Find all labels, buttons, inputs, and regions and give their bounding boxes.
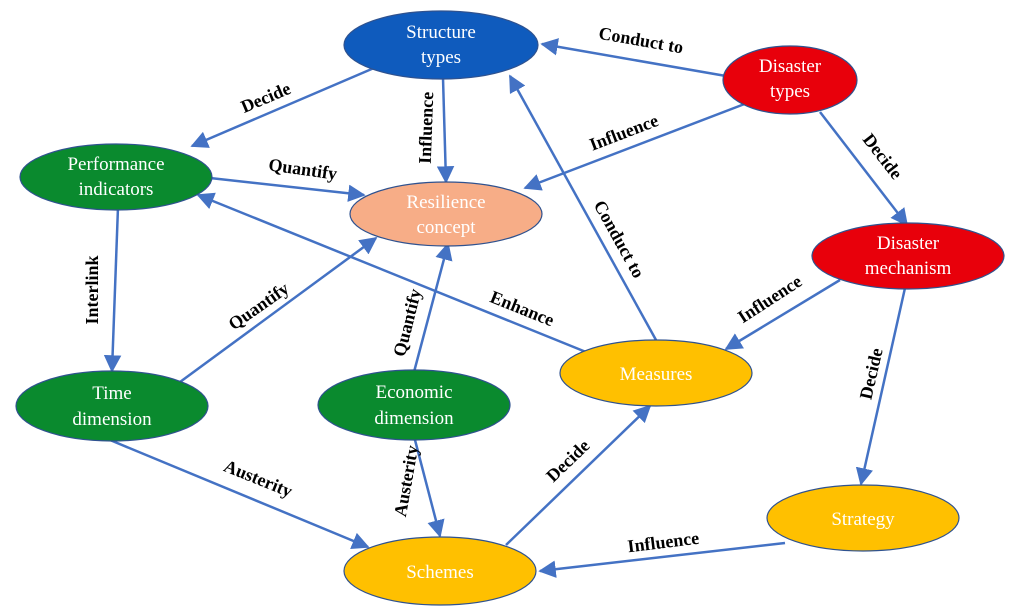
nodes: Structure types Disaster types Performan… — [15, 10, 1005, 606]
node-label-line1: Resilience — [406, 192, 485, 213]
node-structure-types: Structure types — [343, 10, 539, 80]
edge-label-performance-to-resilience: Quantify — [267, 154, 338, 183]
edge-structure-to-performance — [190, 66, 375, 148]
node-disaster-mechanism: Disaster mechanism — [811, 222, 1005, 290]
node-label-line2: dimension — [374, 408, 454, 429]
node-shape — [811, 222, 1005, 290]
node-resilience-concept: Resilience concept — [349, 181, 543, 247]
edge-measures-to-performance — [196, 192, 587, 354]
edge-label-time-to-schemes: Austerity — [221, 456, 295, 502]
edge-label-structure-to-performance: Decide — [238, 78, 294, 117]
edge-label-disaster-to-resilience: Influence — [587, 110, 661, 154]
node-label-line2: mechanism — [865, 258, 952, 279]
edge-schemes-to-measures — [505, 404, 652, 546]
edge-label-economic-to-schemes: Austerity — [390, 444, 422, 518]
node-label-line2: dimension — [72, 409, 152, 430]
edge-performance-to-resilience — [209, 176, 366, 202]
edge-disaster-to-mechanism — [819, 111, 909, 227]
node-shape — [15, 370, 209, 442]
node-label: Measures — [620, 364, 693, 385]
node-shape — [349, 181, 543, 247]
node-label-line1: Disaster — [759, 56, 822, 77]
edge-label-measures-to-structure: Conduct to — [590, 197, 649, 281]
edge-performance-to-time — [103, 206, 122, 373]
node-shape — [722, 45, 858, 115]
edges — [103, 38, 909, 578]
node-shape — [317, 369, 511, 441]
edge-label-performance-to-time: Interlink — [82, 255, 102, 324]
node-shape — [19, 143, 213, 211]
node-time-dimension: Time dimension — [15, 370, 209, 442]
edge-label-schemes-to-measures: Decide — [542, 435, 593, 486]
node-schemes: Schemes — [343, 536, 537, 606]
node-label: Schemes — [406, 562, 474, 583]
node-label-line1: Performance — [67, 154, 164, 175]
node-label-line2: types — [770, 81, 810, 102]
edge-time-to-schemes — [109, 438, 370, 550]
node-shape — [343, 10, 539, 80]
node-label-line1: Economic — [375, 382, 452, 403]
node-label-line1: Time — [92, 383, 131, 404]
edge-disaster-to-resilience — [523, 98, 756, 191]
edge-disaster-to-structure — [540, 38, 727, 78]
node-label-line1: Disaster — [877, 233, 940, 254]
edge-strategy-to-schemes — [538, 541, 786, 578]
edge-structure-to-resilience — [436, 77, 455, 184]
node-economic-dimension: Economic dimension — [317, 369, 511, 441]
node-label-line2: concept — [416, 217, 476, 238]
edge-label-mechanism-to-measures: Influence — [734, 271, 805, 327]
edge-label-structure-to-resilience: Influence — [415, 91, 438, 164]
edge-economic-to-schemes — [413, 439, 445, 538]
node-label: Strategy — [831, 509, 895, 530]
node-shape — [766, 484, 960, 552]
node-label-line2: indicators — [79, 179, 154, 200]
edge-label-measures-to-performance: Enhance — [487, 287, 557, 331]
edge-time-to-resilience — [179, 236, 378, 384]
edge-mechanism-to-measures — [724, 278, 841, 351]
node-label-line1: Structure — [406, 22, 476, 43]
edge-label-disaster-to-mechanism: Decide — [859, 130, 907, 183]
node-measures: Measures — [559, 339, 753, 407]
edge-measures-to-structure — [508, 74, 658, 341]
edge-label-disaster-to-structure: Conduct to — [597, 23, 685, 58]
node-shape — [559, 339, 753, 407]
edge-label-strategy-to-schemes: Influence — [626, 528, 700, 557]
node-shape — [343, 536, 537, 606]
node-performance-indicators: Performance indicators — [19, 143, 213, 211]
edge-mechanism-to-strategy — [855, 287, 907, 486]
edge-economic-to-resilience — [412, 242, 453, 373]
node-disaster-types: Disaster types — [722, 45, 858, 115]
node-label-line2: types — [421, 47, 461, 68]
node-strategy: Strategy — [766, 484, 960, 552]
